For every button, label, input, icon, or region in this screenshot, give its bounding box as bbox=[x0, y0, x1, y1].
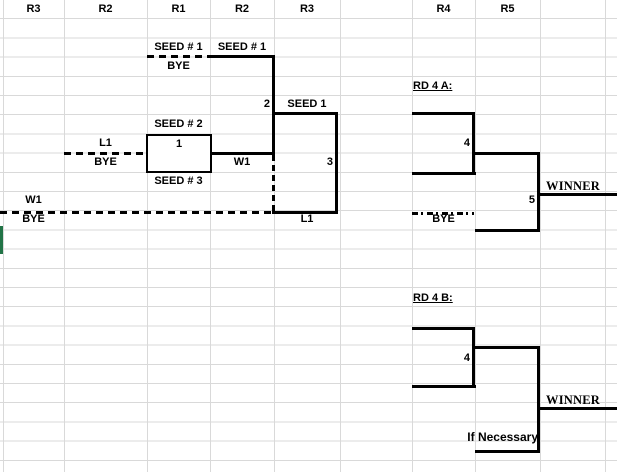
rd4a-bye-label[interactable]: BYE bbox=[432, 213, 455, 225]
seed1-label-right[interactable]: SEED # 1 bbox=[217, 41, 267, 53]
rd4a-match4-number[interactable]: 4 bbox=[463, 137, 470, 149]
rd4b-match4-top bbox=[412, 327, 475, 330]
rd4b-winner-line bbox=[540, 407, 617, 410]
rd4a-match4-vertical bbox=[472, 112, 475, 175]
rd4a-match5-top bbox=[475, 152, 540, 155]
header-cell-r5[interactable]: R5 bbox=[500, 3, 515, 15]
match1-number[interactable]: 1 bbox=[175, 138, 183, 150]
rd4b-winner-label[interactable]: WINNER bbox=[546, 393, 600, 407]
rd4a-winner-label[interactable]: WINNER bbox=[546, 179, 600, 193]
seed1-left-dashed-line bbox=[147, 55, 210, 58]
gridline-col bbox=[64, 0, 65, 472]
header-cell-r1[interactable]: R1 bbox=[171, 3, 186, 15]
rd4b-title[interactable]: RD 4 B: bbox=[413, 292, 453, 304]
rd4b-match5-vertical bbox=[537, 346, 540, 453]
rd4b-match4-vertical bbox=[472, 327, 475, 388]
rd4a-match5-bottom bbox=[475, 229, 540, 232]
w1-out-label[interactable]: W1 bbox=[233, 156, 251, 168]
rd4b-match5-bottom bbox=[475, 450, 540, 453]
gridline-col bbox=[274, 0, 275, 472]
seed1-advance-label[interactable]: SEED 1 bbox=[287, 98, 327, 110]
rd4b-match5-top bbox=[475, 346, 540, 349]
gridline-col bbox=[147, 0, 148, 472]
header-cell-r3b[interactable]: R3 bbox=[299, 3, 315, 15]
gridline-col bbox=[210, 0, 211, 472]
rd4b-match4-number[interactable]: 4 bbox=[463, 352, 470, 364]
gridline-col bbox=[340, 0, 341, 472]
match2-number[interactable]: 2 bbox=[263, 98, 270, 110]
selection-border-fragment bbox=[0, 226, 3, 254]
rd4a-match4-bottom bbox=[412, 172, 476, 175]
match1-box bbox=[146, 134, 212, 173]
match3-box-left-dashed bbox=[272, 155, 275, 211]
rd4a-match4-top bbox=[412, 112, 475, 115]
round2-vertical-line bbox=[272, 55, 275, 155]
match3-number[interactable]: 3 bbox=[326, 156, 333, 168]
rd4a-winner-line bbox=[540, 193, 617, 196]
w1-out-line bbox=[212, 152, 274, 155]
bye-under-seed1[interactable]: BYE bbox=[167, 60, 190, 72]
bye-under-w1[interactable]: BYE bbox=[22, 213, 45, 225]
rd4b-match4-bottom bbox=[412, 385, 476, 388]
l1-feed-dashed-line bbox=[64, 152, 146, 155]
w1-feed-label[interactable]: W1 bbox=[25, 194, 42, 206]
header-cell-r2[interactable]: R2 bbox=[98, 3, 113, 15]
header-cell-r3[interactable]: R3 bbox=[26, 3, 41, 15]
rd4a-match5-vertical bbox=[537, 152, 540, 232]
gridline-col bbox=[605, 0, 606, 472]
seed2-label[interactable]: SEED # 2 bbox=[154, 118, 203, 130]
rd4a-title[interactable]: RD 4 A: bbox=[413, 80, 453, 92]
seed1-right-line bbox=[210, 55, 275, 58]
match3-box-top bbox=[272, 112, 338, 115]
gridline-col bbox=[540, 0, 541, 472]
header-cell-r4[interactable]: R4 bbox=[436, 3, 451, 15]
gridline-col bbox=[2, 0, 4, 472]
match3-box-right bbox=[335, 112, 338, 214]
gridline-col bbox=[475, 0, 476, 472]
bye-under-l1[interactable]: BYE bbox=[94, 156, 117, 168]
seed1-label-left[interactable]: SEED # 1 bbox=[154, 41, 203, 53]
rd4a-bye-dashdot-line bbox=[412, 212, 474, 215]
seed3-label[interactable]: SEED # 3 bbox=[154, 175, 203, 187]
l1-out-label[interactable]: L1 bbox=[300, 213, 314, 225]
l1-feed-label[interactable]: L1 bbox=[99, 137, 112, 149]
gridline-col bbox=[412, 0, 413, 472]
match3-box-bottom bbox=[272, 211, 338, 214]
rd4b-if-necessary-label[interactable]: If Necessary bbox=[467, 430, 538, 444]
rd4a-match5-number[interactable]: 5 bbox=[528, 194, 535, 206]
header-cell-r2b[interactable]: R2 bbox=[234, 3, 250, 15]
w1-feed-dashed-line bbox=[0, 211, 272, 214]
